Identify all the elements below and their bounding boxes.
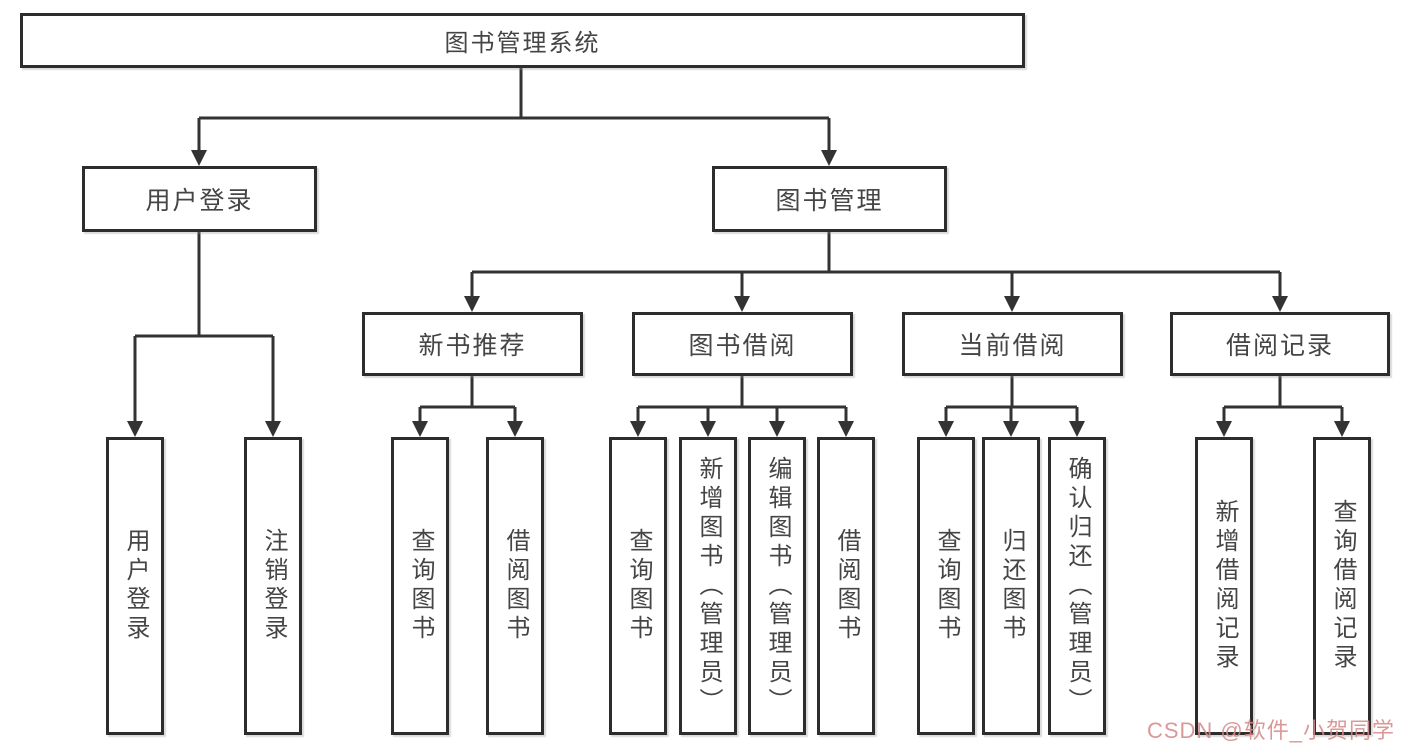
- node-current-borrow: 当前借阅: [902, 312, 1123, 376]
- leaf-borrow-borrow-books: 借阅图书: [817, 437, 875, 735]
- connector-root: [191, 68, 837, 166]
- leaf-borrow-add-books-admin: 新增图书（管理员）: [679, 437, 737, 735]
- node-new-book-recommend: 新书推荐: [362, 312, 583, 376]
- connector-book-management: [464, 232, 1288, 312]
- node-book-borrow: 图书借阅: [632, 312, 853, 376]
- connector-book-borrow: [630, 376, 854, 437]
- leaf-logout: 注销登录: [244, 437, 302, 735]
- leaf-recommend-query-books: 查询图书: [391, 437, 449, 735]
- leaf-current-return-books: 归还图书: [982, 437, 1040, 735]
- watermark: CSDN @软件_小贺同学: [1146, 718, 1395, 743]
- leaf-borrow-edit-books-admin: 编辑图书（管理员）: [748, 437, 806, 735]
- connector-new-book-recommend: [412, 376, 523, 437]
- leaf-records-query-record: 查询借阅记录: [1313, 437, 1371, 735]
- connector-user-login: [127, 232, 281, 437]
- leaf-user-login: 用户登录: [106, 437, 164, 735]
- leaf-borrow-query-books: 查询图书: [609, 437, 667, 735]
- leaf-recommend-borrow-books: 借阅图书: [486, 437, 544, 735]
- node-book-management: 图书管理: [712, 166, 947, 232]
- connector-current-borrow: [938, 376, 1085, 437]
- node-user-login: 用户登录: [82, 166, 317, 232]
- leaf-current-confirm-return-admin: 确认归还（管理员）: [1048, 437, 1106, 735]
- leaf-current-query-books: 查询图书: [917, 437, 975, 735]
- node-borrow-records: 借阅记录: [1170, 312, 1390, 376]
- node-library-system: 图书管理系统: [20, 13, 1025, 68]
- leaf-records-add-record: 新增借阅记录: [1195, 437, 1253, 735]
- connector-borrow-records: [1216, 376, 1350, 437]
